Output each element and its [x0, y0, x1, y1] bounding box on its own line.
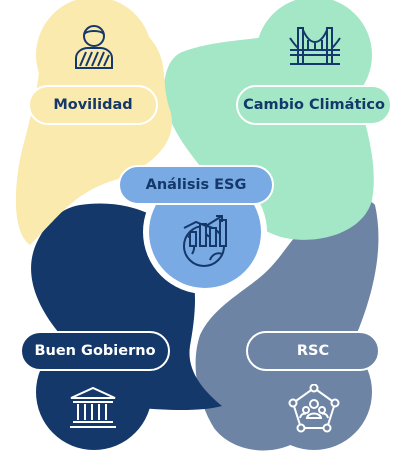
- globe-chart-icon: [183, 215, 227, 267]
- government-building-icon: [70, 386, 116, 428]
- cambio-climatico-label: Cambio Climático: [236, 85, 392, 125]
- movilidad-label: Movilidad: [28, 85, 158, 125]
- analisis-esg-label: Análisis ESG: [118, 165, 274, 205]
- bridge-icon: [289, 27, 341, 65]
- cambio-circle: [256, 0, 372, 113]
- buen-gobierno-label: Buen Gobierno: [20, 331, 170, 371]
- network-pentagon-icon: [288, 384, 340, 433]
- rsc-label: RSC: [246, 331, 380, 371]
- person-icon: [75, 25, 113, 69]
- movilidad-circle: [36, 0, 152, 113]
